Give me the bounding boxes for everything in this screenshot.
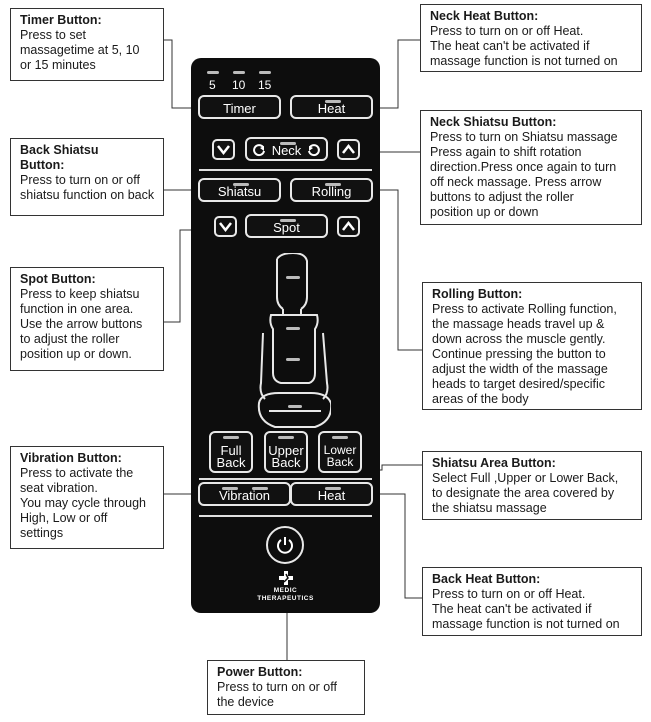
upper-back-label-line2: Back <box>271 455 301 470</box>
vibration-button-label: Vibration <box>218 488 271 503</box>
callout-title: Power Button: <box>217 665 303 679</box>
upper-back-label-line1: Upper <box>268 443 304 458</box>
remote-control: 5 10 15 Timer Heat Neck Shiatsu Rolling … <box>191 58 380 613</box>
brand-logo-icon <box>279 571 293 585</box>
back-up-button[interactable] <box>337 216 360 237</box>
timer-led-5 <box>207 71 219 74</box>
callout-title: Shiatsu Area Button: <box>432 456 556 470</box>
back-down-button[interactable] <box>214 216 237 237</box>
upper-back-led <box>278 436 294 439</box>
chevron-up-icon <box>342 220 355 231</box>
rolling-button[interactable]: Rolling <box>290 178 373 202</box>
full-back-button[interactable]: Full Back <box>209 431 253 473</box>
neck-led <box>280 142 296 145</box>
neck-shiatsu-button[interactable]: Neck <box>245 137 328 161</box>
shiatsu-button-label: Shiatsu <box>217 184 262 199</box>
power-callout: Power Button: Press to turn on or off th… <box>207 660 365 715</box>
timer-button-label: Timer <box>223 101 256 116</box>
neck-up-button[interactable] <box>337 139 360 160</box>
timer-value-10: 10 <box>232 78 246 92</box>
shiatsu-led <box>233 183 249 186</box>
power-button[interactable] <box>266 526 304 564</box>
timer-led-15 <box>259 71 271 74</box>
shiatsu-area-callout: Shiatsu Area Button: Select Full ,Upper … <box>422 451 642 520</box>
spot-button[interactable]: Spot <box>245 214 328 238</box>
full-back-label-line1: Full <box>220 443 242 458</box>
back-heat-button-label: Heat <box>317 488 346 503</box>
callout-body: Press to set massagetime at 5, 10 or 15 … <box>20 28 140 72</box>
lower-back-label-line2: Back <box>326 455 354 469</box>
divider <box>199 478 372 480</box>
callout-body: Press to turn on or off Heat. The heat c… <box>430 24 618 68</box>
lower-back-led <box>332 436 348 439</box>
power-icon <box>277 537 293 554</box>
spot-led <box>280 219 296 222</box>
callout-body: Select Full ,Upper or Lower Back, to des… <box>432 471 619 515</box>
callout-body: Press to turn on Shiatsu massage Press a… <box>430 130 618 219</box>
timer-button[interactable]: Timer <box>198 95 281 119</box>
vibration-led-2 <box>252 487 268 490</box>
neck-button-label: Neck <box>271 143 302 158</box>
timer-value-5: 5 <box>209 78 216 92</box>
massage-seat-icon <box>257 253 331 428</box>
callout-body: Press to activate the seat vibration. Yo… <box>20 466 147 540</box>
back-heat-callout: Back Heat Button: Press to turn on or of… <box>422 567 642 636</box>
upper-back-button[interactable]: Upper Back <box>264 431 308 473</box>
callout-body: Press to keep shiatsu function in one ar… <box>20 287 143 361</box>
chevron-up-icon <box>342 143 355 154</box>
timer-callout: Timer Button: Press to set massagetime a… <box>10 8 164 81</box>
divider <box>199 515 372 517</box>
callout-body: Press to turn on or off Heat. The heat c… <box>432 587 620 631</box>
rolling-callout: Rolling Button: Press to activate Rollin… <box>422 282 642 410</box>
neck-heat-callout: Neck Heat Button: Press to turn on or of… <box>420 4 642 72</box>
chevron-down-icon <box>219 222 232 233</box>
callout-title: Neck Heat Button: <box>430 9 539 23</box>
divider <box>199 169 372 171</box>
vibration-callout: Vibration Button: Press to activate the … <box>10 446 164 549</box>
lower-back-label-line1: Lower <box>323 443 357 457</box>
back-heat-led <box>325 487 341 490</box>
neck-heat-button[interactable]: Heat <box>290 95 373 119</box>
spot-callout: Spot Button: Press to keep shiatsu funct… <box>10 267 164 371</box>
callout-title: Back Shiatsu Button: <box>20 143 99 172</box>
rotate-left-icon <box>253 144 265 157</box>
callout-title: Neck Shiatsu Button: <box>430 115 557 129</box>
brand-name-line2: THERAPEUTICS <box>257 595 314 602</box>
vibration-button[interactable]: Vibration <box>198 482 291 506</box>
callout-title: Timer Button: <box>20 13 102 27</box>
rotate-right-icon <box>308 144 320 157</box>
timer-led-10 <box>233 71 245 74</box>
neck-shiatsu-callout: Neck Shiatsu Button: Press to turn on Sh… <box>420 110 642 225</box>
callout-title: Rolling Button: <box>432 287 523 301</box>
callout-body: Press to activate Rolling function, the … <box>432 302 617 406</box>
shiatsu-button[interactable]: Shiatsu <box>198 178 281 202</box>
full-back-led <box>223 436 239 439</box>
back-heat-button[interactable]: Heat <box>290 482 373 506</box>
callout-title: Spot Button: <box>20 272 96 286</box>
full-back-label-line2: Back <box>216 455 246 470</box>
neck-heat-led <box>325 100 341 103</box>
lower-back-button[interactable]: Lower Back <box>318 431 362 473</box>
brand-name-line1: MEDIC <box>273 587 298 594</box>
chevron-down-icon <box>217 145 230 156</box>
callout-title: Vibration Button: <box>20 451 122 465</box>
callout-title: Back Heat Button: <box>432 572 541 586</box>
back-shiatsu-callout: Back Shiatsu Button: Press to turn on or… <box>10 138 164 216</box>
neck-heat-button-label: Heat <box>317 101 346 116</box>
neck-down-button[interactable] <box>212 139 235 160</box>
vibration-led-1 <box>222 487 238 490</box>
callout-body: Press to turn on or off the device <box>217 680 337 709</box>
timer-value-15: 15 <box>258 78 272 92</box>
rolling-button-label: Rolling <box>311 184 352 199</box>
spot-button-label: Spot <box>273 220 300 235</box>
callout-body: Press to turn on or off shiatsu function… <box>20 173 155 202</box>
rolling-led <box>325 183 341 186</box>
